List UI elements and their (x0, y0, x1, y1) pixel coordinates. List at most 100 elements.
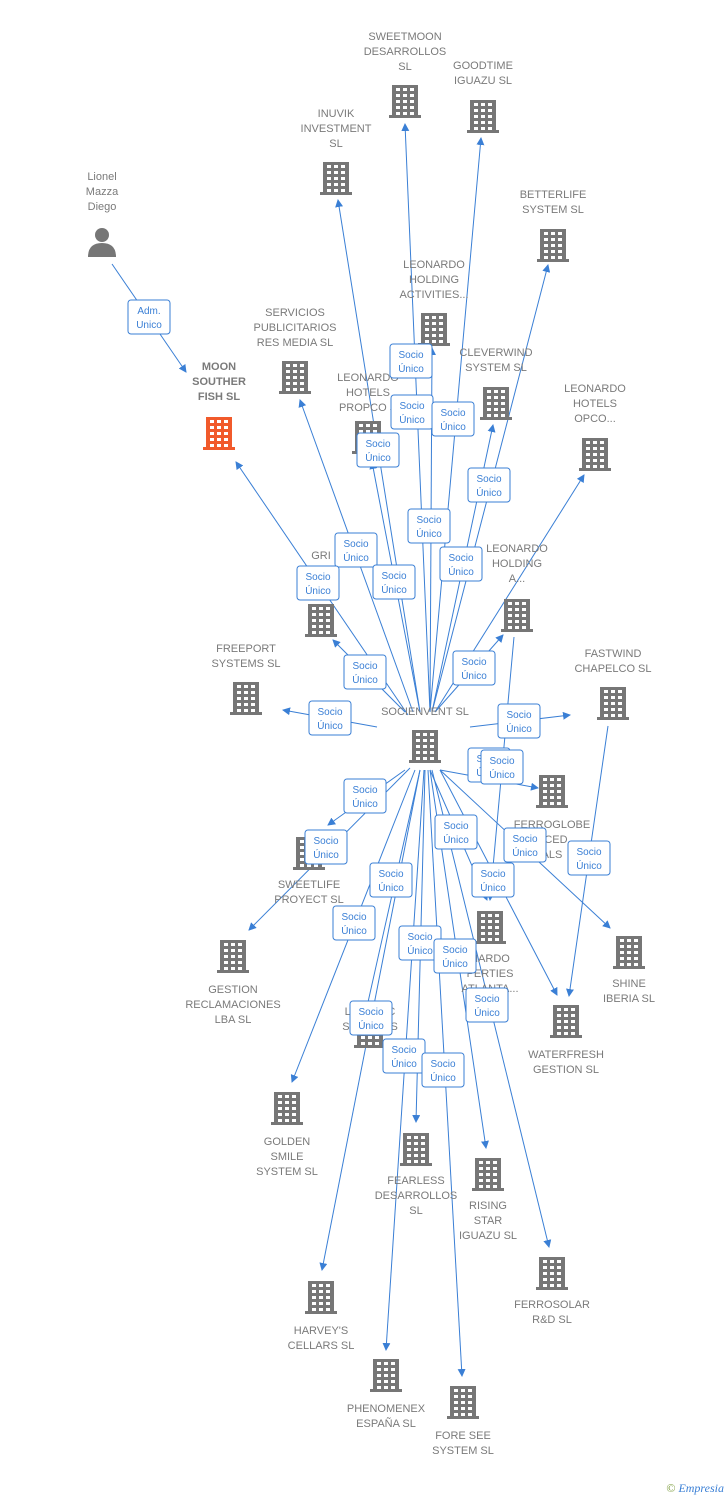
relation-text: Único (352, 797, 378, 810)
node-label: HOLDING (492, 558, 542, 570)
building-icon (501, 599, 533, 632)
building-icon (613, 936, 645, 969)
relation-badge[interactable]: Adm.Unico (127, 299, 171, 335)
building-icon (537, 229, 569, 262)
node-label: CELLARS SL (288, 1340, 355, 1352)
node-leo_holding[interactable]: LEONARDOHOLDINGA... (486, 543, 548, 632)
building-icon (271, 1092, 303, 1125)
relation-text: Socio (576, 847, 601, 858)
node-label: LEONARDO (403, 259, 465, 271)
node-label: PROPCO S (339, 402, 397, 414)
relation-text: Único (399, 413, 425, 426)
relation-badge-box (332, 905, 376, 941)
relation-text: Único (442, 957, 468, 970)
building-icon (536, 1257, 568, 1290)
node-label: FEARLESS (387, 1175, 444, 1187)
node-label: HOLDING (409, 274, 459, 286)
relation-badge-box (465, 987, 509, 1023)
node-label: GOODTIME (453, 60, 513, 72)
relation-badge-box (308, 700, 352, 736)
relation-badge-box (304, 829, 348, 865)
relation-text: Socio (430, 1059, 455, 1070)
node-leo_holding_act[interactable]: LEONARDOHOLDINGACTIVITIES... (399, 259, 469, 346)
node-label: FORE SEE (435, 1430, 491, 1442)
relation-text: Socio (448, 553, 473, 564)
relations-layer: Adm.UnicoSocioÚnicoSocioÚnicoSocioÚnicoS… (127, 299, 611, 1088)
brand-footer[interactable]: ©Empresia (666, 1481, 724, 1496)
node-label: SL (329, 138, 342, 150)
node-socienvent[interactable]: SOCIENVENT SL (381, 706, 469, 763)
node-leo_atlanta[interactable]: NARDOPERTIESATLANTA... (461, 911, 519, 995)
relation-badge-box (431, 401, 475, 437)
relation-text: Socio (378, 869, 403, 880)
node-label: SWEETLIFE (278, 879, 340, 891)
relation-badge-box (389, 343, 433, 379)
relation-badge-box (356, 432, 400, 468)
relation-text: Único (474, 1006, 500, 1019)
relation-text: Socio (365, 439, 390, 450)
relation-text: Socio (440, 408, 465, 419)
relation-text: Único (343, 551, 369, 564)
relation-text: Único (352, 673, 378, 686)
relation-badge-box (439, 546, 483, 582)
node-label: SYSTEM SL (522, 204, 584, 216)
relation-text: Único (443, 833, 469, 846)
relation-text: Socio (317, 707, 342, 718)
relation-text: Único (398, 362, 424, 375)
node-leo_opco[interactable]: LEONARDOHOTELSOPCO... (564, 383, 626, 471)
node-label: PROYECT SL (274, 894, 344, 906)
building-icon (409, 730, 441, 763)
node-label: SYSTEM SL (256, 1166, 318, 1178)
